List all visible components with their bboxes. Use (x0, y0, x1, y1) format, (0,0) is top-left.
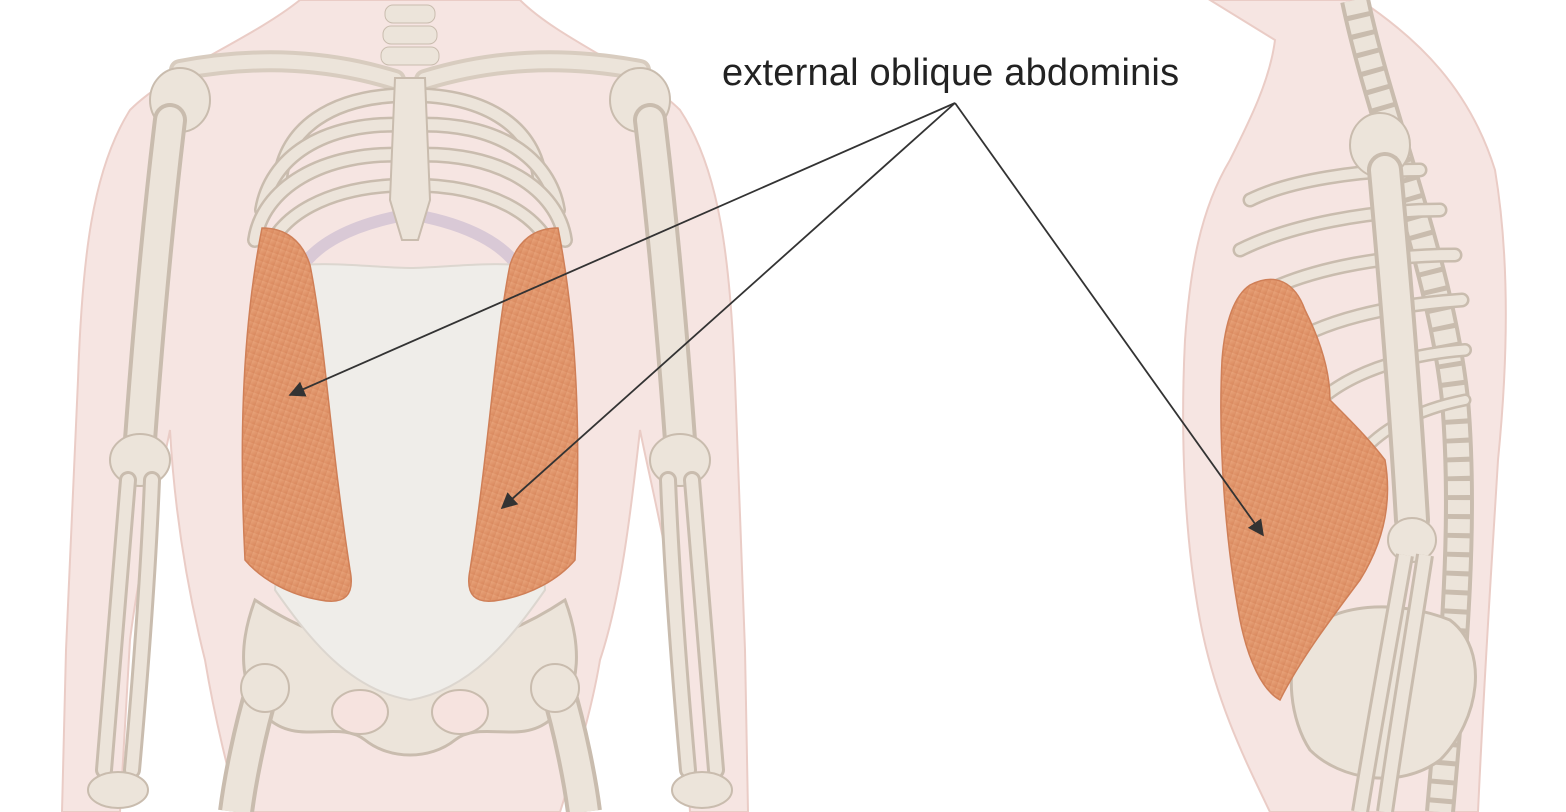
ribcage (247, 87, 573, 276)
lateral-view (1182, 0, 1507, 812)
right-external-oblique (468, 227, 579, 602)
sternum (388, 77, 432, 241)
leader-line-left-oblique (288, 102, 956, 397)
anterior-view (60, 0, 750, 812)
left-arm (87, 103, 187, 809)
right-arm (633, 103, 733, 809)
cervical-spine (380, 4, 440, 66)
lateral-arm (1349, 112, 1437, 812)
lateral-external-oblique (1220, 278, 1389, 702)
leader-line-right-oblique (500, 102, 956, 510)
left-external-oblique (241, 227, 352, 602)
muscle-label: external oblique abdominis (722, 52, 1180, 94)
leader-line-lateral-oblique (954, 102, 1264, 537)
leader-lines (288, 102, 1264, 537)
